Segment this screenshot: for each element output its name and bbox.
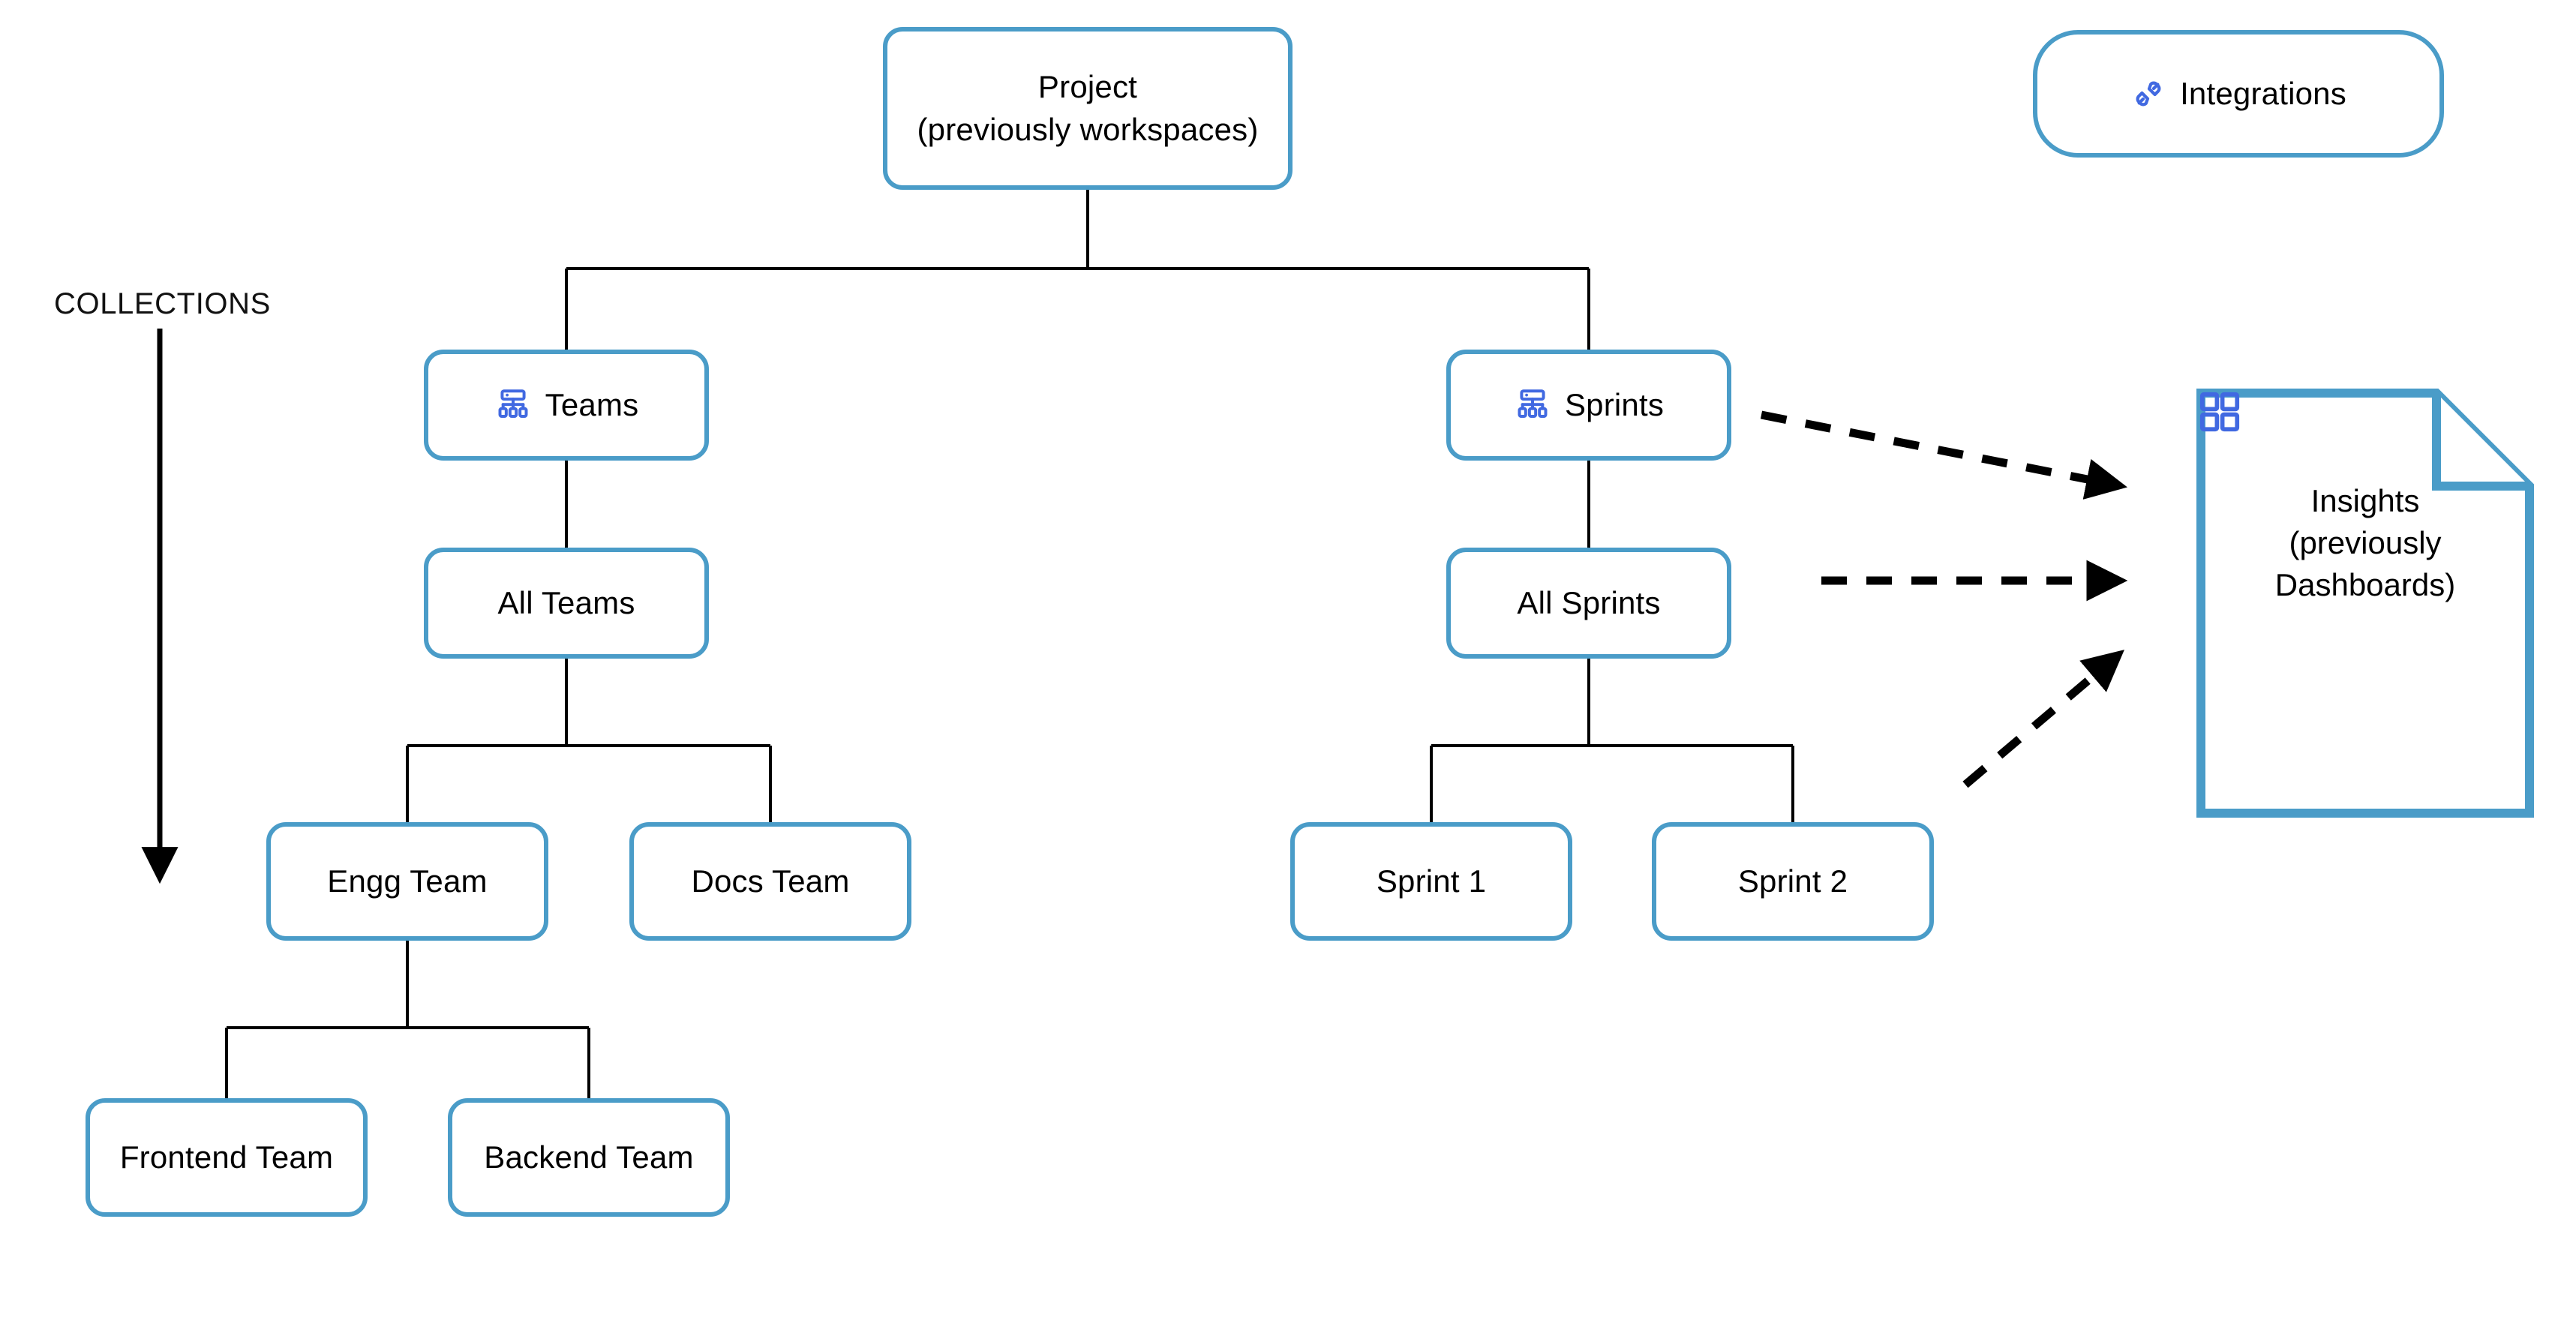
node-docs-team-label: Docs Team bbox=[691, 863, 850, 899]
node-insights[interactable]: Insights (previously Dashboards) bbox=[2196, 389, 2534, 818]
node-project-label: Project (previously workspaces) bbox=[917, 69, 1259, 147]
node-integrations-label: Integrations bbox=[2180, 75, 2346, 111]
hierarchy-icon bbox=[1514, 386, 1551, 424]
collections-label: COLLECTIONS bbox=[54, 287, 271, 320]
node-frontend-team[interactable]: Frontend Team bbox=[86, 1098, 368, 1217]
plug-connector-icon bbox=[2130, 76, 2166, 112]
node-all-teams[interactable]: All Teams bbox=[424, 548, 709, 659]
node-backend-team[interactable]: Backend Team bbox=[448, 1098, 730, 1217]
node-teams[interactable]: Teams bbox=[424, 350, 709, 461]
node-backend-team-label: Backend Team bbox=[484, 1139, 694, 1175]
insights-dashed-connectors bbox=[1760, 410, 2128, 788]
node-engg-team-label: Engg Team bbox=[327, 863, 488, 899]
node-sprint-2-label: Sprint 2 bbox=[1737, 863, 1848, 899]
node-all-teams-label: All Teams bbox=[497, 584, 635, 620]
node-project[interactable]: Project (previously workspaces) bbox=[883, 27, 1293, 190]
node-teams-label: Teams bbox=[545, 386, 639, 422]
node-sprints-label: Sprints bbox=[1564, 386, 1665, 422]
node-sprint-2[interactable]: Sprint 2 bbox=[1652, 822, 1934, 941]
node-frontend-team-label: Frontend Team bbox=[119, 1139, 334, 1175]
node-engg-team[interactable]: Engg Team bbox=[266, 822, 548, 941]
node-docs-team[interactable]: Docs Team bbox=[629, 822, 911, 941]
node-insights-label: Insights (previously Dashboards) bbox=[2274, 483, 2456, 602]
node-all-sprints[interactable]: All Sprints bbox=[1446, 548, 1731, 659]
node-integrations[interactable]: Integrations bbox=[2033, 30, 2444, 158]
node-sprints[interactable]: Sprints bbox=[1446, 350, 1731, 461]
document-shape bbox=[2196, 389, 2534, 818]
node-sprint-1-label: Sprint 1 bbox=[1376, 863, 1487, 899]
node-all-sprints-label: All Sprints bbox=[1517, 584, 1661, 620]
node-sprint-1[interactable]: Sprint 1 bbox=[1290, 822, 1572, 941]
hierarchy-icon bbox=[494, 386, 532, 424]
